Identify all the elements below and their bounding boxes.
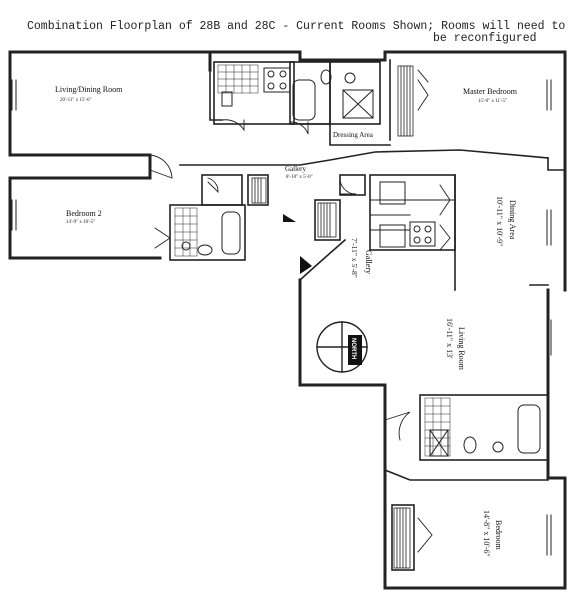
label-bedroom-2: Bedroom 2 — [66, 209, 102, 218]
entry-arrows — [283, 214, 312, 274]
windows — [11, 79, 552, 589]
label-dining-area: Dining Area — [508, 200, 517, 240]
label-bedroom: Bedroom — [494, 520, 503, 551]
compass-north-label: NORTH — [350, 338, 356, 359]
dims-bedroom-2: 14'-9" x 10'-5" — [66, 220, 95, 225]
dims-gallery-top: 8'-10" x 5'-0" — [286, 175, 313, 180]
label-dressing-area: Dressing Area — [333, 131, 374, 139]
interior-walls — [169, 59, 566, 571]
label-gallery-mid: Gallery — [364, 250, 373, 274]
plan-title-line-2: be reconfigured — [433, 32, 537, 45]
dims-master-bedroom: 15'-0" x 11'-5" — [478, 99, 507, 104]
compass-rose — [316, 321, 368, 373]
closet-racks — [251, 65, 414, 569]
dims-dining-area: 10'-11" x 10'-9" — [495, 196, 504, 246]
label-living-dining: Living/Dining Room — [55, 85, 123, 94]
label-gallery-top: Gallery — [285, 165, 306, 173]
room-labels: Living/Dining Room 20'-11" x 15'-6" Mast… — [55, 85, 518, 557]
outer-walls — [8, 50, 567, 590]
dims-gallery-mid: 7'-11" x 5'-8" — [350, 238, 359, 278]
dims-living-dining: 20'-11" x 15'-6" — [60, 98, 92, 103]
bath-tiles — [174, 64, 451, 457]
door-swings — [149, 69, 451, 553]
label-master-bedroom: Master Bedroom — [463, 87, 518, 96]
dims-living-room: 16'-11" x 13' — [445, 318, 454, 359]
label-living-room: Living Room — [457, 327, 466, 371]
plan-title-line-1: Combination Floorplan of 28B and 28C - C… — [27, 20, 566, 33]
fixtures — [181, 67, 541, 457]
dims-bedroom: 14'-8" x 10'-6" — [482, 510, 491, 557]
